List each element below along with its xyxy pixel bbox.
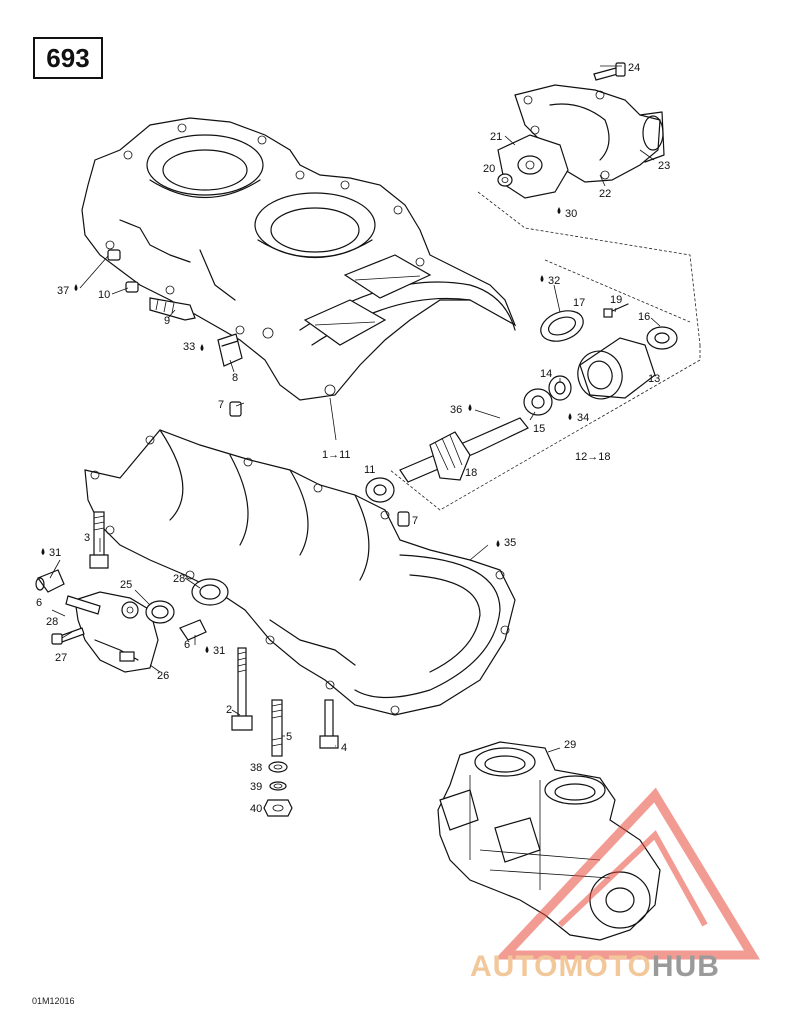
callout-40: 40	[250, 803, 262, 815]
bearing-15	[523, 388, 553, 416]
bushing-8	[217, 333, 243, 367]
callout-6-left: 6	[36, 597, 42, 609]
callout-32: 32	[548, 275, 560, 287]
callout-22: 22	[599, 188, 611, 200]
oil-drop-icon	[200, 344, 204, 351]
callout-33: 33	[183, 341, 195, 353]
callout-25: 25	[120, 579, 132, 591]
callout-20: 20	[483, 163, 495, 175]
callout-34: 34	[577, 412, 589, 424]
bolt-4	[319, 699, 339, 749]
washer-38	[268, 761, 288, 773]
watermark-word-light: AUTOMOTO	[470, 950, 652, 983]
callout-21: 21	[490, 131, 502, 143]
washer-20	[497, 173, 513, 187]
reference-code: 01M12016	[32, 996, 75, 1006]
callout-9: 9	[164, 315, 170, 327]
callout-28-upper: 28	[173, 573, 185, 585]
screw-19	[603, 303, 629, 318]
screw-27	[51, 627, 85, 645]
screw-24	[593, 62, 626, 81]
callout-27: 27	[55, 652, 67, 664]
fitting-6-right	[179, 619, 207, 641]
callout-19: 19	[610, 294, 622, 306]
callout-26: 26	[157, 670, 169, 682]
seal-17	[540, 310, 584, 342]
callout-39: 39	[250, 781, 262, 793]
dowel-pin-7-lower	[397, 511, 410, 527]
gear-28-housing	[191, 578, 229, 606]
callout-28-lower: 28	[46, 616, 58, 628]
callout-37: 37	[57, 285, 69, 297]
stud-2	[231, 647, 253, 731]
callout-11: 11	[364, 464, 375, 476]
pump-guide-line	[477, 191, 701, 346]
callout-29: 29	[564, 739, 576, 751]
callout-4: 4	[341, 742, 347, 754]
oil-drop-icon	[205, 646, 209, 653]
callout-13: 13	[648, 373, 660, 385]
oil-drop-icon	[496, 540, 500, 547]
bolt-3	[89, 511, 109, 569]
callout-3: 3	[84, 532, 90, 544]
callout-5: 5	[286, 731, 292, 743]
callout-38: 38	[250, 762, 262, 774]
oil-drop-icon	[557, 207, 561, 214]
callout-23: 23	[658, 160, 670, 172]
callout-31-left: 31	[49, 547, 61, 559]
stud-5	[271, 699, 283, 757]
oil-drop-icon	[540, 275, 544, 282]
callout-31-right: 31	[213, 645, 225, 657]
watermark-word-dark: HUB	[651, 950, 720, 983]
page-number: 693	[46, 42, 90, 73]
oil-drop-icons	[41, 207, 572, 653]
callout-6-right: 6	[184, 639, 190, 651]
callout-7-upper: 7	[218, 399, 224, 411]
callout-14: 14	[540, 368, 552, 380]
callout-2: 2	[226, 704, 232, 716]
callout-7-lower: 7	[412, 515, 418, 527]
callout-18: 18	[465, 467, 477, 479]
bearing-14	[548, 375, 572, 401]
callout-36: 36	[450, 404, 462, 416]
callout-12-18: 12→18	[575, 451, 610, 463]
callout-labels: 24 21 20 23 22 30 37 10 9 33 8 32 17 19 …	[36, 62, 670, 815]
engine-assembly-29	[437, 741, 661, 941]
callout-35: 35	[504, 537, 516, 549]
callout-10: 10	[98, 289, 110, 301]
crankshaft-group-box	[389, 259, 701, 511]
callout-15: 15	[533, 423, 545, 435]
callout-24: 24	[628, 62, 640, 74]
bearing-11	[365, 477, 395, 503]
watermark-logo	[494, 787, 760, 960]
crankshaft-18	[399, 417, 529, 483]
nut-40	[263, 799, 293, 817]
shaft-28	[65, 595, 101, 615]
oil-drop-icon	[74, 284, 78, 291]
bearing-housing-13	[577, 337, 656, 400]
fitting-9	[149, 297, 196, 321]
dowel-pin-7-upper	[229, 401, 242, 417]
upper-crankcase-half	[81, 117, 517, 401]
callout-1-11: 1→11	[322, 449, 351, 461]
washer-39	[269, 781, 287, 791]
gasket-25	[145, 600, 175, 624]
page-number-box: 693	[33, 37, 103, 79]
seal-16	[646, 326, 678, 350]
callout-8: 8	[232, 372, 238, 384]
watermark-text: AUTOMOTOHUB	[470, 950, 720, 984]
fitting-6-left	[35, 569, 65, 593]
leader-lines	[49, 65, 661, 753]
callout-16: 16	[638, 311, 650, 323]
callout-17: 17	[573, 297, 585, 309]
oil-drop-icon	[568, 413, 572, 420]
callout-30: 30	[565, 208, 577, 220]
oil-drop-icon	[468, 404, 472, 411]
dowel-pin-10	[107, 249, 139, 293]
oil-drop-icon	[41, 548, 45, 555]
water-pump-impeller	[497, 134, 569, 199]
lower-crankcase-half	[84, 429, 516, 716]
